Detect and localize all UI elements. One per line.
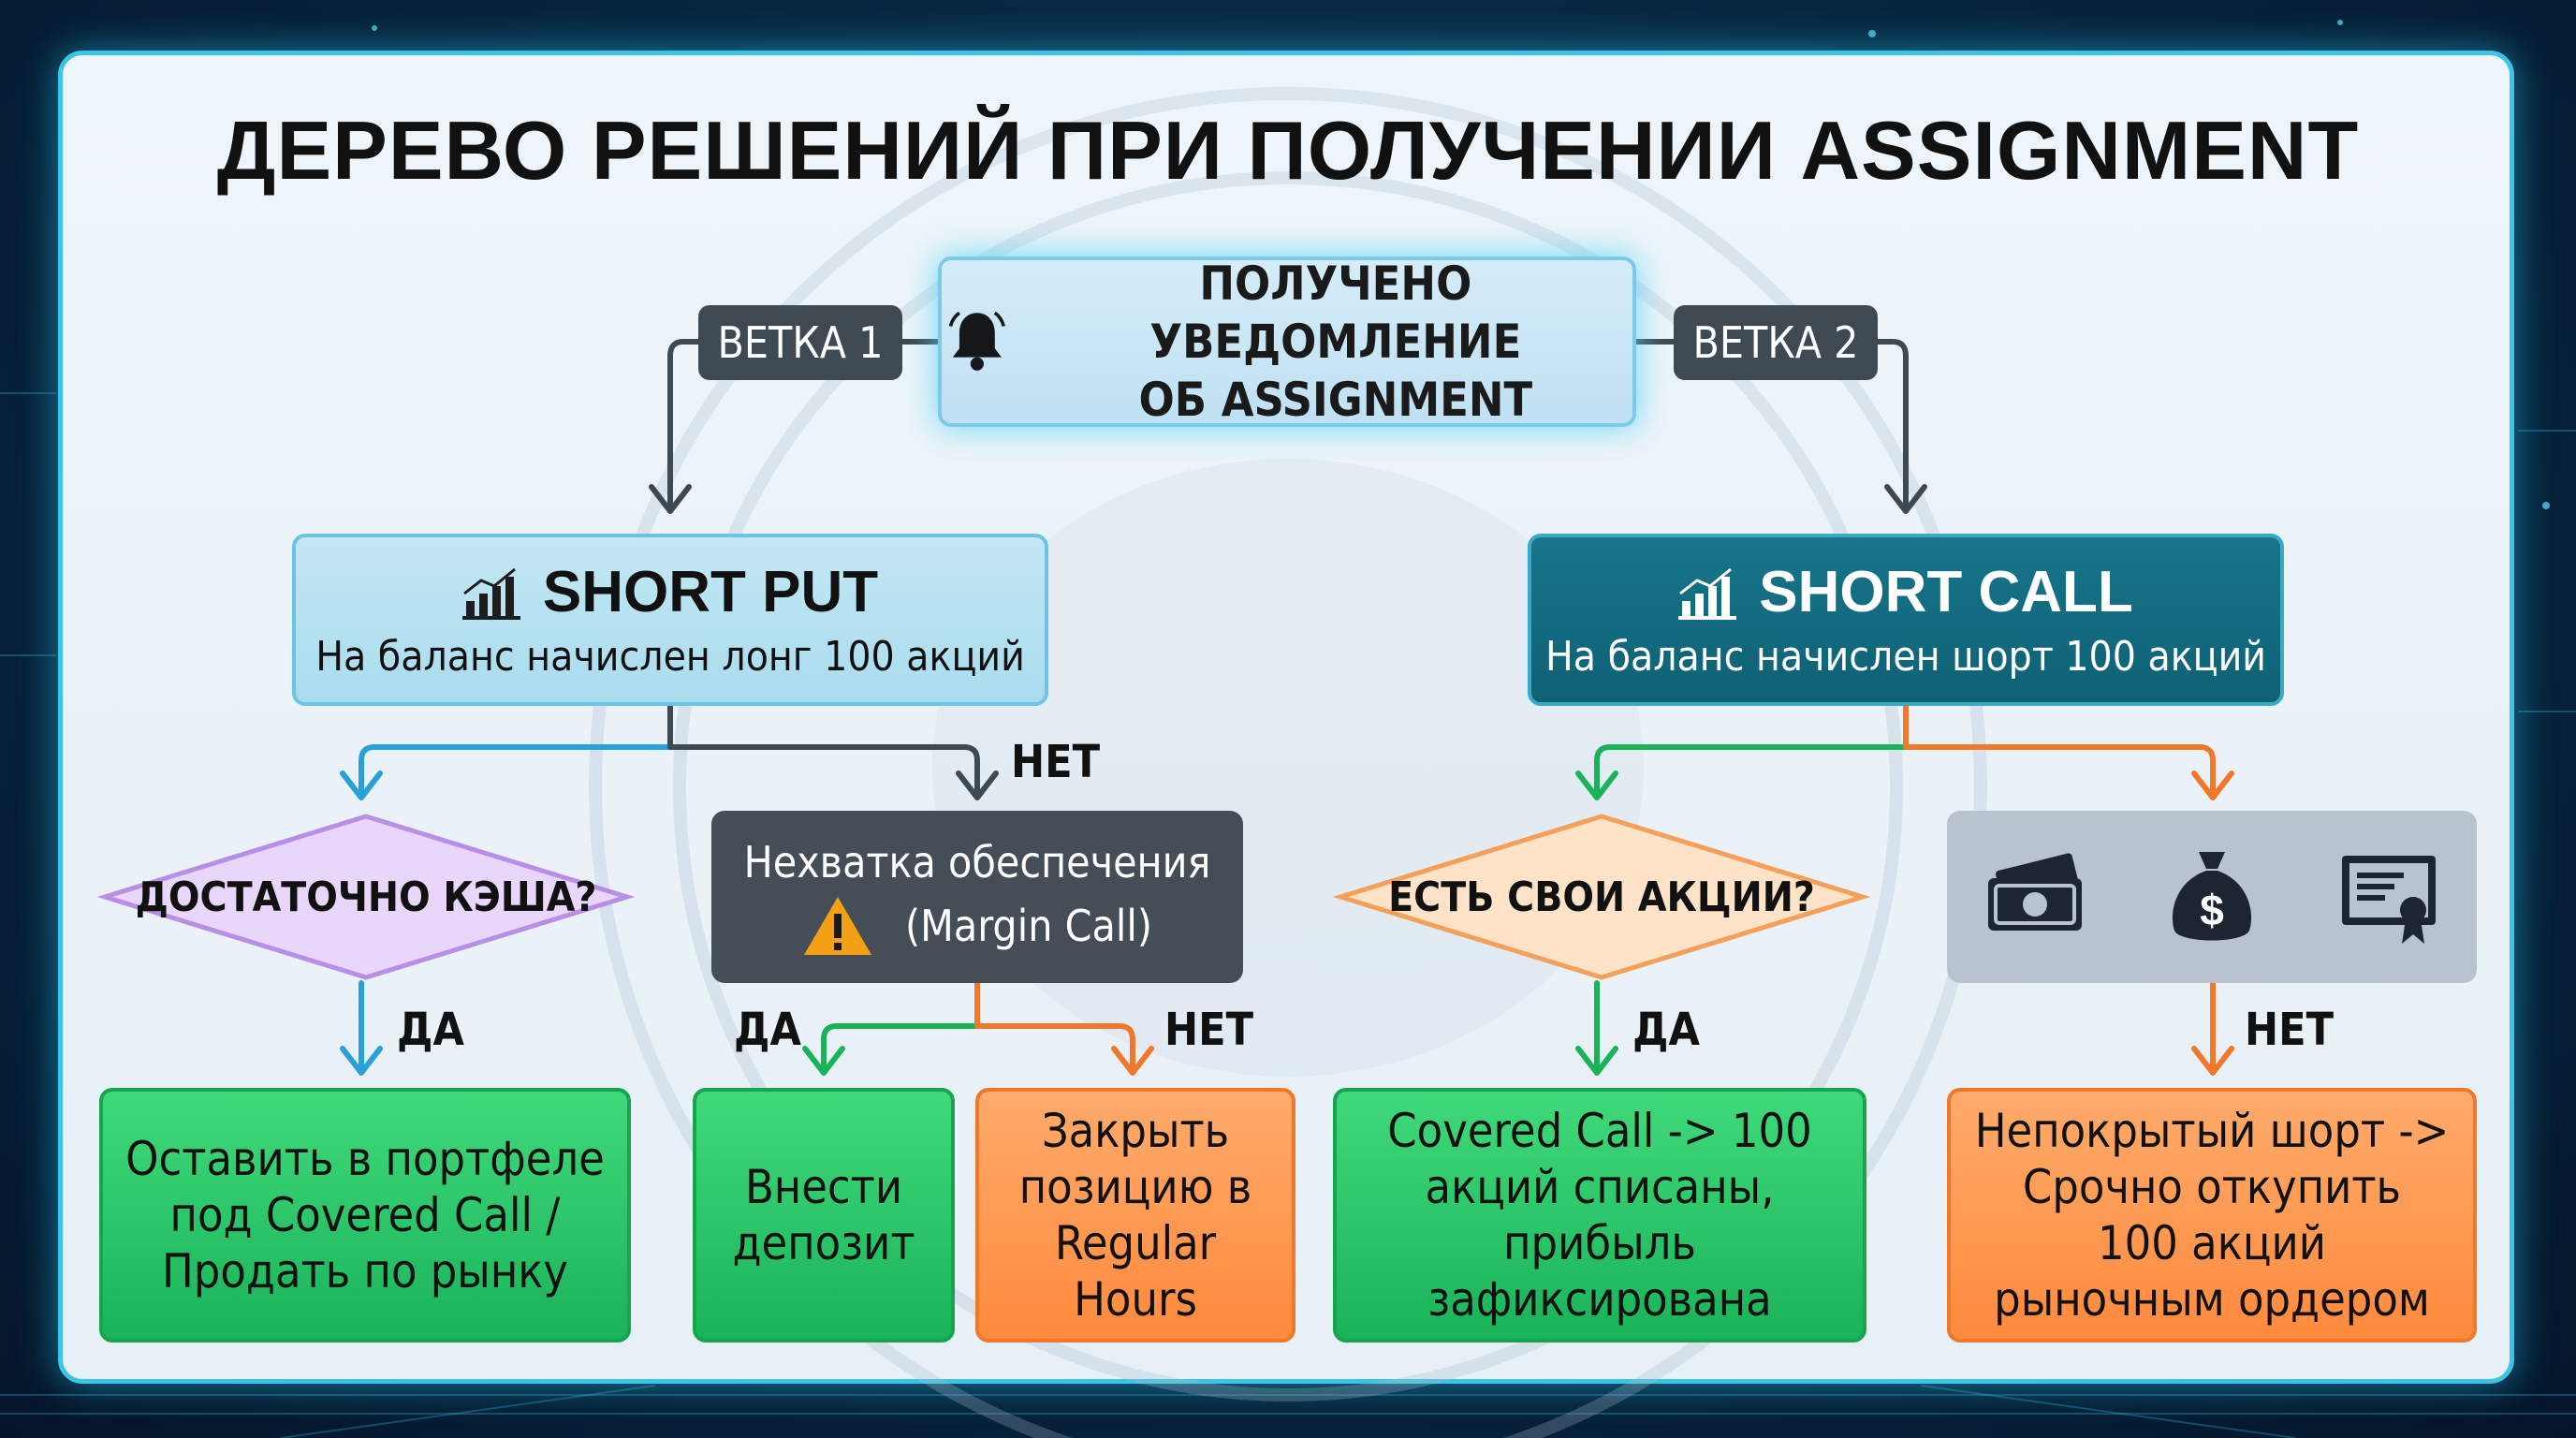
decision-enough-cash: ДОСТАТОЧНО КЭША? [96,811,636,983]
label-yes-covered: ДА [1632,1004,1700,1056]
decision-enough-cash-label: ДОСТАТОЧНО КЭША? [135,873,597,921]
svg-text:$: $ [2200,886,2224,934]
money-bag-icon: $ [2172,852,2252,941]
leaf-keep-line1: Оставить в портфеле [125,1132,605,1186]
short-put-title: SHORT PUT [542,560,879,624]
leaf-naked-short: Непокрытый шорт -> Срочно откупить 100 а… [1947,1088,2477,1343]
icons-box: $ [1947,811,2477,983]
bar-chart-icon [1678,567,1737,620]
label-no-naked: НЕТ [2245,1004,2334,1056]
leaf-close-line1: Закрыть [1041,1104,1230,1158]
bell-icon [948,311,1005,371]
leaf-covered-line2: акций списаны, прибыль [1425,1160,1775,1270]
root-line2: ОБ ASSIGNMENT [1138,373,1533,427]
certificate-icon [2341,856,2436,944]
leaf-deposit: Внести депозит [693,1088,955,1343]
bar-chart-icon [461,567,520,620]
leaf-naked-line4: рыночным ордером [1994,1272,2430,1327]
short-put-subtitle: На баланс начислен лонг 100 акций [315,633,1025,681]
decision-own-shares-label: ЕСТЬ СВОИ АКЦИИ? [1388,873,1815,921]
cash-icon [1988,853,2083,931]
leaf-close-line3: Regular Hours [1054,1216,1217,1327]
margin-call-line2: (Margin Call) [905,901,1152,951]
short-call-box: SHORT CALL На баланс начислен шорт 100 а… [1528,534,2284,706]
margin-call-box: Нехватка обеспечения (Margin Call) [711,811,1243,983]
leaf-keep-in-portfolio: Оставить в портфеле под Covered Call / П… [99,1088,631,1343]
leaf-close-position: Закрыть позицию в Regular Hours [975,1088,1295,1343]
leaf-covered-line3: зафиксирована [1427,1272,1772,1327]
leaf-naked-line1: Непокрытый шорт -> [1974,1104,2450,1158]
branch-tag-1: ВЕТКА 1 [698,305,902,380]
label-yes-deposit: ДА [734,1004,801,1056]
leaf-covered-line1: Covered Call -> 100 [1387,1104,1812,1158]
leaf-close-line2: позицию в [1018,1160,1252,1214]
decision-own-shares: ЕСТЬ СВОИ АКЦИИ? [1332,811,1871,983]
label-no-margin: НЕТ [1011,736,1101,788]
short-call-title: SHORT CALL [1759,560,2133,624]
label-yes-keep: ДА [397,1004,464,1056]
leaf-covered-call: Covered Call -> 100 акций списаны, прибы… [1333,1088,1866,1343]
label-no-close: НЕТ [1164,1004,1254,1056]
root-line1: ПОЛУЧЕНО УВЕДОМЛЕНИЕ [1149,257,1522,369]
warning-icon [804,897,871,955]
root-notification-box: ПОЛУЧЕНО УВЕДОМЛЕНИЕ ОБ ASSIGNMENT [938,257,1636,427]
short-put-box: SHORT PUT На баланс начислен лонг 100 ак… [292,534,1048,706]
leaf-naked-line3: 100 акций [2098,1216,2326,1270]
margin-call-line1: Нехватка обеспечения [743,837,1211,888]
page-title: ДЕРЕВО РЕШЕНИЙ ПРИ ПОЛУЧЕНИИ ASSIGNMENT [216,104,2360,197]
branch-tag-2: ВЕТКА 2 [1674,305,1878,380]
leaf-keep-line3: Продать по рынку [161,1244,569,1299]
short-call-subtitle: На баланс начислен шорт 100 акций [1544,633,2267,681]
leaf-deposit-line1: Внести [744,1160,903,1214]
leaf-deposit-line2: депозит [732,1216,915,1270]
leaf-naked-line2: Срочно откупить [2022,1160,2402,1214]
leaf-keep-line2: под Covered Call / [169,1188,561,1242]
